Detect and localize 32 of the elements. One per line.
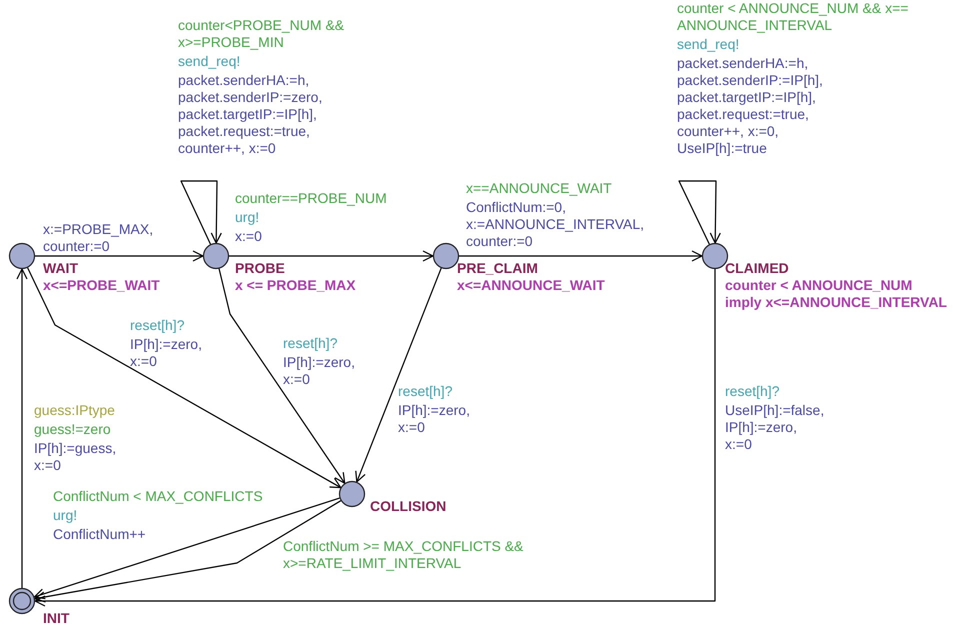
transition-label: reset[h]? UseIP[h]:=false, IP[h]:=zero, x:=0 [725, 383, 824, 454]
transition-arrow [16, 268, 28, 588]
transition-label: counter<PROBE_NUM && x>=PROBE_MIN send_req! packet.senderHA:=h, packet.senderIP:=zero, packet.targetIP:=IP[h], packet.request:=true, counter++, x:=0 [178, 17, 346, 158]
invariant-label: x<=ANNOUNCE_WAIT [457, 277, 605, 294]
invariant-label: x <= PROBE_MAX [235, 277, 356, 294]
transition-label: guess:IPtype guess!=zero IP[h]:=guess, x:=0 [34, 402, 116, 475]
location-name: PRE_CLAIM [457, 260, 538, 277]
transition-label: counter < ANNOUNCE_NUM && x== ANNOUNCE_INTERVAL send_req! packet.senderHA:=h, packet.senderIP:=IP[h], packet.targetIP:=IP[h], packet.request:=true, counter++, x:=0, UseIP[h]:=true [677, 0, 910, 158]
self-loop-arrow [678, 180, 721, 245]
transition-arrow [34, 269, 716, 607]
transition-arrow [35, 250, 204, 262]
transition-arrow [459, 250, 703, 262]
location-name: INIT [43, 610, 70, 627]
invariant-label: counter < ANNOUNCE_NUM imply x<=ANNOUNCE_INTERVAL [725, 277, 948, 311]
transition-label: reset[h]? IP[h]:=zero, x:=0 [398, 383, 470, 437]
transition-label: ConflictNum < MAX_CONFLICTS urg! ConflictNum++ [53, 488, 263, 544]
transition-arrow [27, 267, 342, 488]
location-name: PROBE [235, 260, 285, 277]
self-loop-arrow [180, 180, 222, 244]
transition-arrow [355, 268, 442, 482]
invariant-label: x<=PROBE_WAIT [43, 277, 160, 294]
location-name: COLLISION [370, 498, 446, 515]
transition-label: x==ANNOUNCE_WAIT ConflictNum:=0, x:=ANNOUNCE_INTERVAL, counter:=0 [466, 180, 644, 251]
transition-label: ConflictNum >= MAX_CONFLICTS && x>=RATE_LIMIT_INTERVAL [283, 538, 524, 573]
transition-label: counter==PROBE_NUM urg! x:=0 [235, 190, 387, 246]
location-name: WAIT [43, 260, 78, 277]
transition-arrow [218, 268, 346, 484]
transition-label: reset[h]? IP[h]:=zero, x:=0 [130, 317, 202, 371]
transition-label: reset[h]? IP[h]:=zero, x:=0 [283, 335, 355, 389]
transition-label: x:=PROBE_MAX, counter:=0 [43, 221, 154, 256]
transition-arrow [229, 250, 434, 262]
location-name: CLAIMED [725, 260, 790, 277]
